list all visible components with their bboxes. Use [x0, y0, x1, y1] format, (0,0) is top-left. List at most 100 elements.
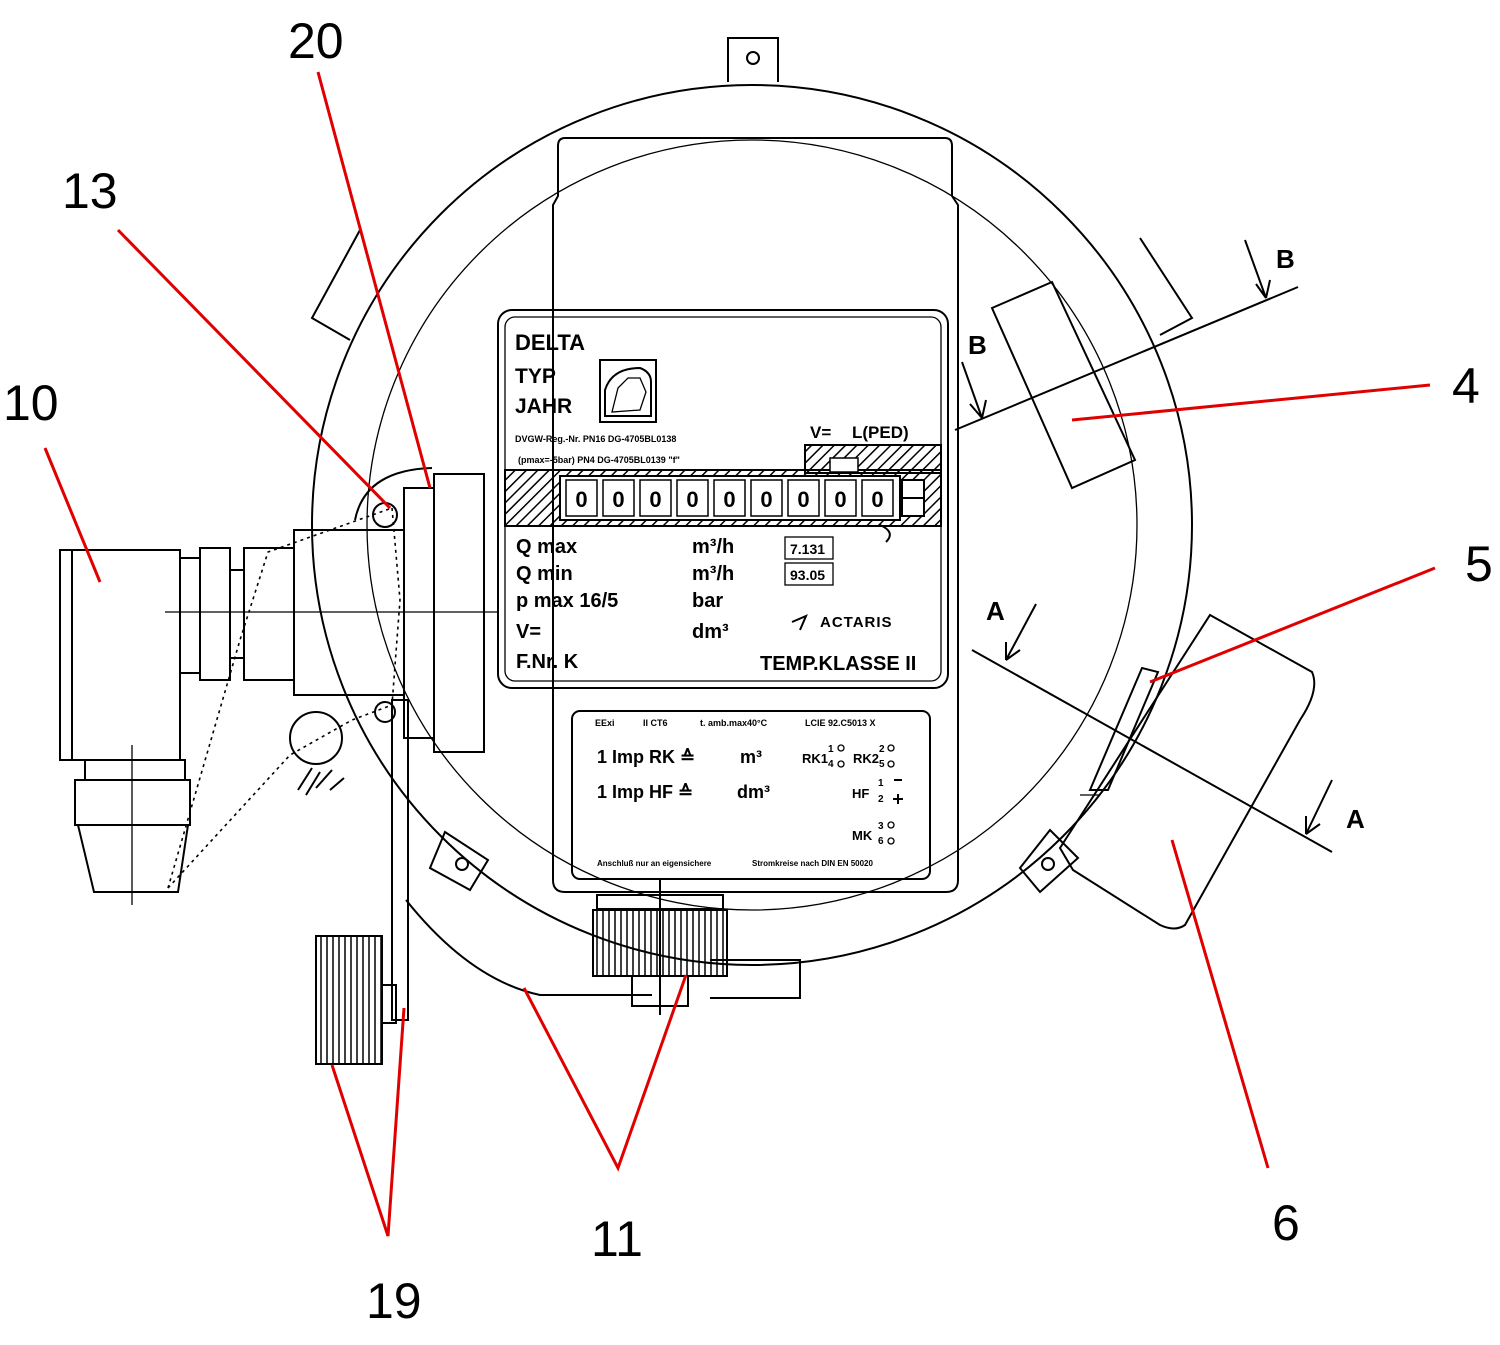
l-ped-label: L(PED) [852, 423, 909, 442]
mk-label: MK [852, 828, 873, 843]
section-mark-a-left: A [986, 596, 1005, 626]
reg-line-2: (pmax=-5bar) PN4 DG-4705BL0139 "f" [518, 455, 680, 465]
mk-pin-bottom: 6 [878, 836, 884, 847]
hf-impulse-unit: dm³ [737, 782, 770, 802]
rk1-terminal-bottom [837, 760, 845, 768]
security-seal-wire-3 [391, 507, 401, 706]
coupling-ring-4 [243, 547, 295, 681]
leader-6 [1170, 839, 1270, 1169]
logo-arc-shape [604, 366, 652, 417]
counter-wheel-cell [824, 479, 857, 517]
pulse-footer-left: Anschluß nur an eigensichere [597, 859, 712, 868]
attachments-right [990, 280, 1316, 930]
lower-left-tab [428, 830, 490, 892]
mk-terminal-bottom [887, 837, 895, 845]
numeral-11: 11 [591, 1211, 643, 1267]
mk-pin-top: 3 [878, 821, 884, 832]
coupling-ring-2 [199, 547, 231, 681]
sensor-neck [84, 759, 186, 781]
mk-terminal-top [887, 821, 895, 829]
screw-lower [374, 701, 396, 723]
rk2-terminal-bottom [887, 760, 895, 768]
numeral-13: 13 [62, 163, 118, 219]
leader-5 [1149, 566, 1436, 684]
counter-wheel-digit: 0 [686, 487, 698, 512]
qmin-label: Q min [516, 563, 573, 585]
numeral-20: 20 [288, 13, 344, 69]
guide-wire [405, 899, 652, 996]
leader-4 [1071, 383, 1431, 422]
leader-10 [43, 447, 102, 583]
counter-wheel-cell [713, 479, 746, 517]
logo-inner-shape [611, 377, 647, 413]
upper-left-lug [310, 229, 361, 341]
top-tab-hole [746, 51, 760, 65]
sensor-plug-end [76, 824, 190, 893]
ct6-label: II CT6 [643, 718, 668, 728]
rk1-terminal-top [837, 744, 845, 752]
jahr-label: JAHR [515, 395, 572, 418]
top-mounting-tab [727, 37, 779, 82]
counter-top-block-hatch [804, 444, 942, 474]
section-arrow-a-right [1305, 779, 1333, 835]
reference-numerals: 20 13 10 4 5 6 11 19 [3, 13, 1493, 1329]
counter-wheel-cell [787, 479, 820, 517]
component-6 [1058, 613, 1316, 930]
pulse-plate-frame [571, 710, 931, 880]
counter-wheel-digit: 0 [871, 487, 883, 512]
rk2-pin-top: 2 [879, 744, 885, 755]
counter-wheel-digit: 0 [834, 487, 846, 512]
hf-pin-top: 1 [878, 778, 884, 789]
flange-cap [433, 473, 485, 753]
counter-wheel-cell [602, 479, 635, 517]
numeral-5: 5 [1465, 536, 1493, 592]
pulse-footer-right: Stromkreise nach DIN EN 50020 [752, 859, 873, 868]
maker-label: ACTARIS [820, 614, 893, 631]
counter-wheel-cell [565, 479, 598, 517]
reference-leaders [43, 71, 1436, 1237]
lcie-label: LCIE 92.C5013 X [805, 718, 876, 728]
maker-logo-icon [791, 614, 808, 631]
temp-class-label: TEMP.KLASSE II [760, 653, 916, 675]
nameplate-frame-outer [497, 309, 949, 689]
numeral-6: 6 [1272, 1195, 1300, 1251]
qmax-label: Q max [516, 536, 577, 558]
flange-arc [354, 467, 433, 521]
section-lines: B B A A [954, 239, 1365, 853]
lower-right-tab [1018, 828, 1080, 894]
knurled-knob-19 [315, 935, 383, 1065]
rk-impulse-unit: m³ [740, 747, 762, 767]
counter-wheel-cell [861, 479, 894, 517]
section-arrow-b-left [961, 361, 987, 419]
qmax-value: 7.131 [790, 541, 825, 557]
counter-wheel-cell [639, 479, 672, 517]
eexi-label: EExi [595, 718, 615, 728]
section-line-a [971, 649, 1333, 853]
housing-bottom-bulge [710, 959, 801, 999]
pmax-unit: bar [692, 590, 723, 612]
typ-label: TYP [515, 365, 556, 388]
fnr-label: F.Nr. K [516, 651, 579, 673]
section-mark-a-right: A [1346, 804, 1365, 834]
coupling-ring-1 [179, 557, 201, 674]
counter-hook [879, 524, 891, 543]
upper-right-lug [1139, 237, 1194, 336]
qmax-unit: m³/h [692, 536, 734, 558]
hf-polarity-marks [893, 779, 903, 804]
sensor-assembly [59, 467, 498, 1065]
qmin-value: 93.05 [790, 567, 825, 583]
hf-impulse-label: 1 Imp HF ≙ [597, 782, 693, 802]
section-arrow-b-top [1244, 239, 1271, 299]
numeral-10: 10 [3, 375, 59, 431]
seal-marks [297, 767, 345, 796]
rk1-pin-top: 1 [828, 744, 834, 755]
sensor-housing-10 [59, 549, 181, 761]
lower-left-tab-hole [455, 857, 469, 871]
counter-wheel-digit: 0 [612, 487, 624, 512]
component-5 [1088, 666, 1160, 791]
coupling-ring-3 [229, 569, 245, 659]
v-eq-label: V= [516, 621, 541, 643]
